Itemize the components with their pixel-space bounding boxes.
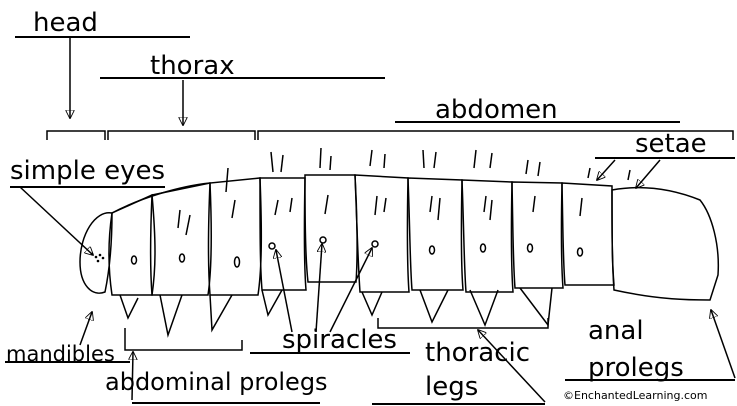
thoracic-leg-3 bbox=[420, 290, 448, 322]
setae-arrow-1 bbox=[597, 160, 615, 180]
label-thorax: thorax bbox=[150, 53, 235, 79]
thoracic-leg-2 bbox=[362, 292, 382, 315]
label-abdomen: abdomen bbox=[435, 97, 558, 123]
mandibles-arrow bbox=[80, 312, 92, 345]
abdomen-segment-8 bbox=[612, 188, 718, 300]
label-thoracic-legs-line1: thoracic bbox=[425, 340, 530, 366]
abdomen-segment-3 bbox=[355, 175, 409, 292]
label-anal-prolegs-line2: prolegs bbox=[588, 355, 684, 381]
abdomen-segment-7 bbox=[562, 183, 614, 285]
abdomen-segment-5 bbox=[462, 180, 513, 292]
region-brackets bbox=[47, 131, 733, 140]
abdominal-prolegs-bracket bbox=[125, 328, 242, 350]
abdomen-segment-2 bbox=[305, 175, 357, 282]
label-simple-eyes: simple eyes bbox=[10, 158, 165, 184]
label-anal-prolegs-line1: anal bbox=[588, 318, 644, 344]
label-spiracles: spiracles bbox=[282, 327, 397, 353]
anal-prolegs-arrow bbox=[711, 310, 735, 378]
abdomen-segment-1 bbox=[260, 178, 306, 290]
abdomen-segment-6 bbox=[512, 182, 563, 288]
abdominal-proleg-2 bbox=[160, 295, 182, 335]
thoracic-leg-1 bbox=[262, 290, 282, 315]
abdominal-proleg-1 bbox=[120, 295, 138, 318]
thoracic-leg-4 bbox=[470, 290, 498, 325]
spiracles-arrow-1 bbox=[276, 250, 292, 332]
label-thoracic-legs-line2: legs bbox=[425, 374, 478, 400]
abdomen-segment-4 bbox=[408, 178, 463, 290]
label-setae: setae bbox=[635, 131, 707, 157]
thoracic-legs-bracket bbox=[378, 318, 548, 328]
caterpillar-body bbox=[80, 175, 718, 300]
spiracles-arrow-3 bbox=[330, 248, 372, 332]
head-capsule bbox=[80, 213, 112, 293]
thoracic-leg-5 bbox=[520, 288, 552, 325]
abdominal-proleg-3 bbox=[210, 295, 232, 330]
label-abdominal-prolegs: abdominal prolegs bbox=[105, 370, 328, 394]
thorax-segment-2 bbox=[151, 183, 212, 295]
label-head: head bbox=[33, 10, 98, 36]
setae-arrow-2 bbox=[636, 160, 660, 188]
spiracles-arrow-2 bbox=[316, 244, 322, 332]
simple-eyes-arrow bbox=[20, 187, 93, 255]
label-mandibles: mandibles bbox=[6, 344, 115, 365]
credit-text: ©EnchantedLearning.com bbox=[563, 390, 707, 401]
thorax-segment-3 bbox=[209, 178, 262, 295]
thorax-segment-1 bbox=[109, 195, 155, 295]
